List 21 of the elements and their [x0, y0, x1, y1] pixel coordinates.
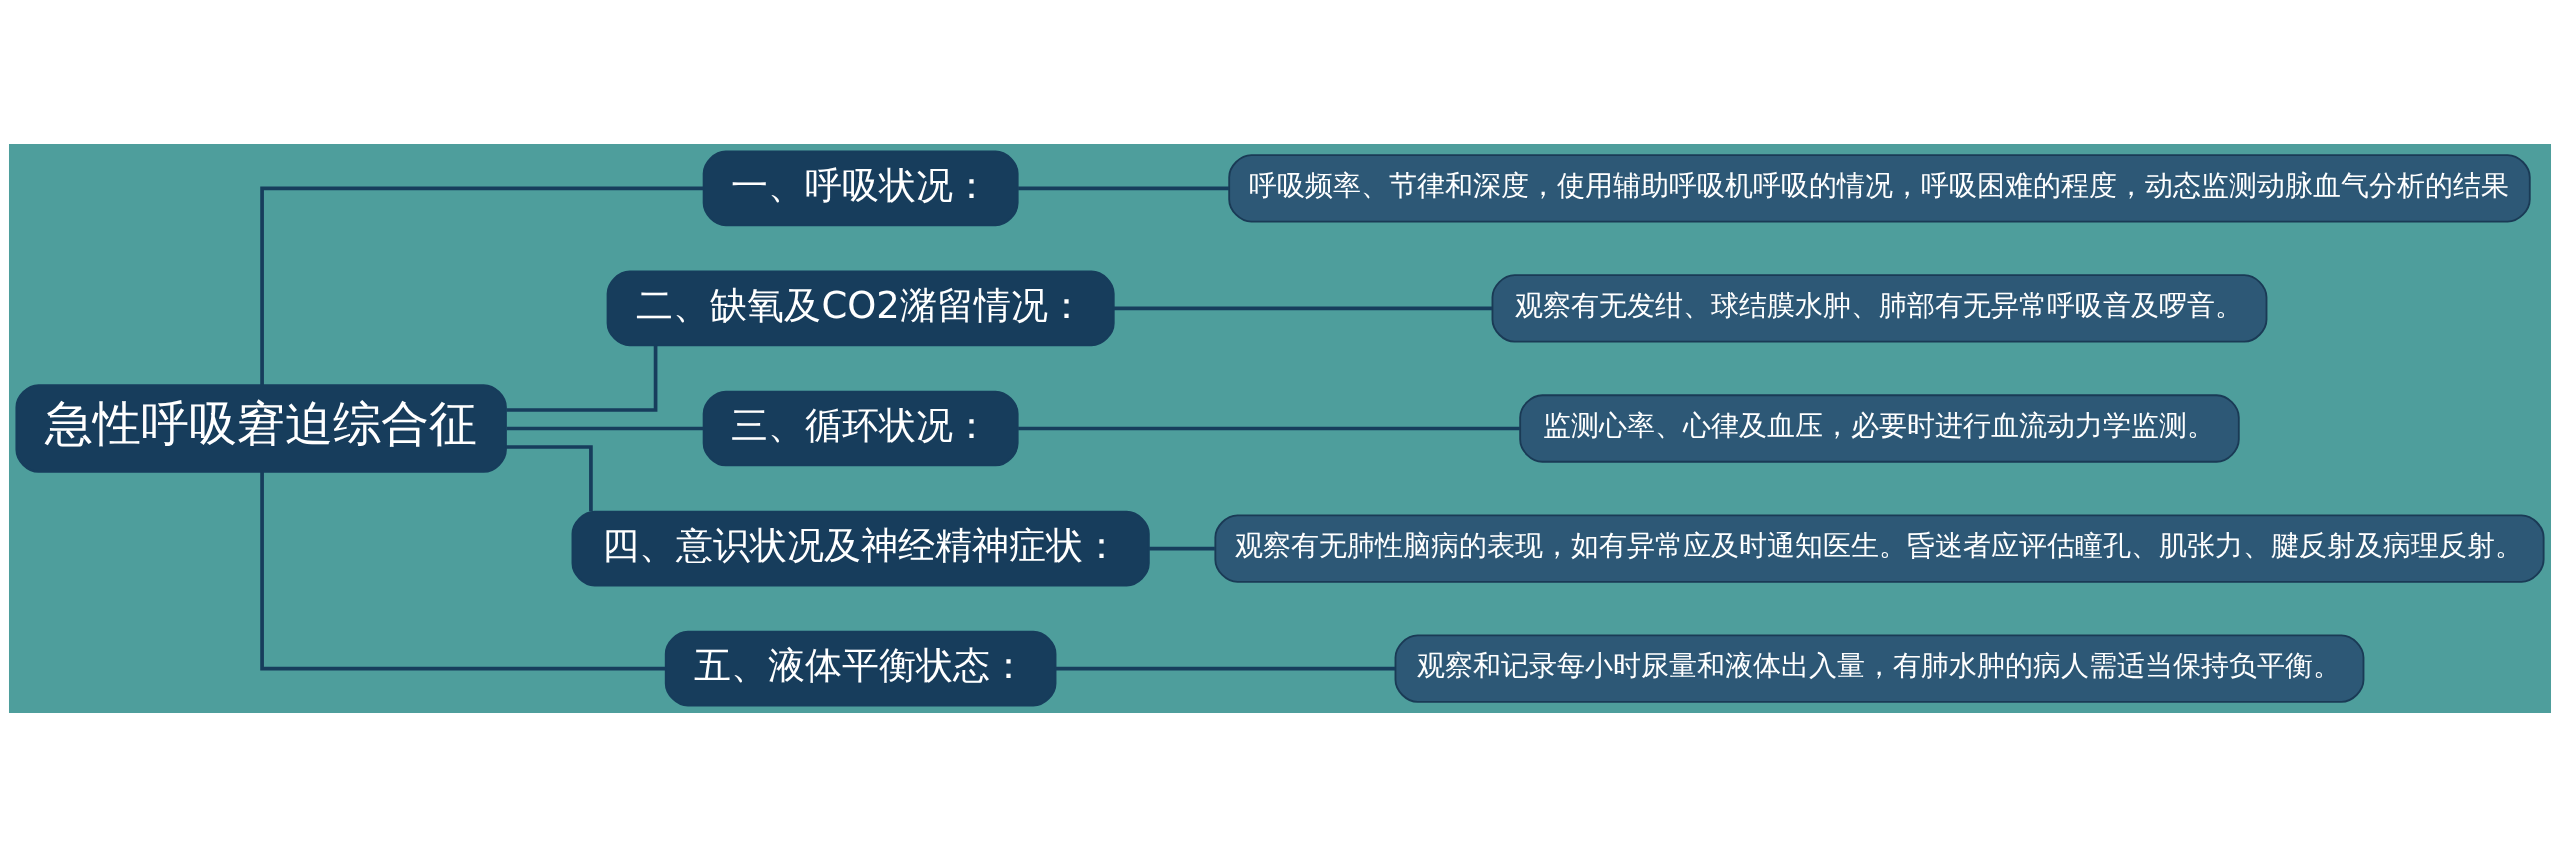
connector: [1018, 426, 1520, 430]
node-box: 三、循环状况：: [702, 390, 1019, 466]
connector: [1055, 666, 1396, 670]
connector: [260, 471, 666, 670]
node-box: 观察有无发绀、球结膜水肿、肺部有无异常呼吸音及啰音。: [1491, 273, 2268, 343]
connector: [506, 345, 658, 412]
node-box: 观察和记录每小时尿量和液体出入量，有肺水肿的病人需适当保持负平衡。: [1394, 634, 2365, 703]
node-box: 四、意识状况及神经精神症状：: [571, 510, 1150, 586]
connector: [260, 186, 704, 385]
connector: [506, 426, 703, 430]
node-box: 呼吸频率、节律和深度，使用辅助呼吸机呼吸的情况，呼吸困难的程度，动态监测动脉血气分析的结果: [1228, 153, 2531, 222]
node-box: 五、液体平衡状态：: [664, 630, 1057, 707]
connector: [1018, 186, 1230, 190]
node-box: 急性呼吸窘迫综合征: [15, 383, 507, 473]
node-box: 监测心率、心律及血压，必要时进行血流动力学监测。: [1519, 393, 2240, 463]
connector: [1113, 306, 1493, 310]
connector: [1149, 546, 1215, 550]
connector: [506, 444, 593, 511]
node-box: 观察有无肺性脑病的表现，如有异常应及时通知医生。昏迷者应评估瞳孔、肌张力、腱反射及病理反射。: [1214, 513, 2545, 583]
node-box: 一、呼吸状况：: [702, 149, 1019, 226]
node-box: 二、缺氧及CO2潴留情况：: [606, 270, 1115, 346]
